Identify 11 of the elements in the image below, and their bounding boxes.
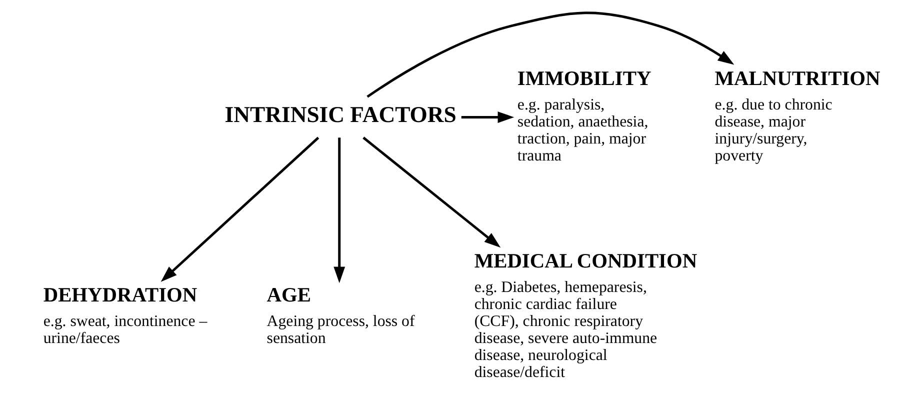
- node-text: MEDICAL CONDITION e.g. Diabetes, hemeparesis, chronic cardiac failure (CCF), chronic respiratory disease, severe auto-immune disease, neurological disease/deficit: [474, 250, 697, 382]
- node-text: IMMOBILITY e.g. paralysis, sedation, anaethesia, traction, pain, major trauma: [516, 68, 651, 165]
- arrow: [362, 136, 500, 248]
- node-text: MALNUTRITION e.g. due to chronic disease, major injury/surgery, poverty: [714, 68, 880, 165]
- arrow: [160, 136, 319, 282]
- node-text: DEHYDRATION e.g. sweat, incontinence – urine/faeces: [42, 284, 207, 348]
- arrow: [333, 138, 345, 284]
- node-text: INTRINSIC FACTORS: [224, 102, 456, 127]
- arrow: [366, 12, 734, 98]
- node-text: AGE Ageing process, loss of sensation: [266, 284, 414, 348]
- arrow: [460, 112, 514, 123]
